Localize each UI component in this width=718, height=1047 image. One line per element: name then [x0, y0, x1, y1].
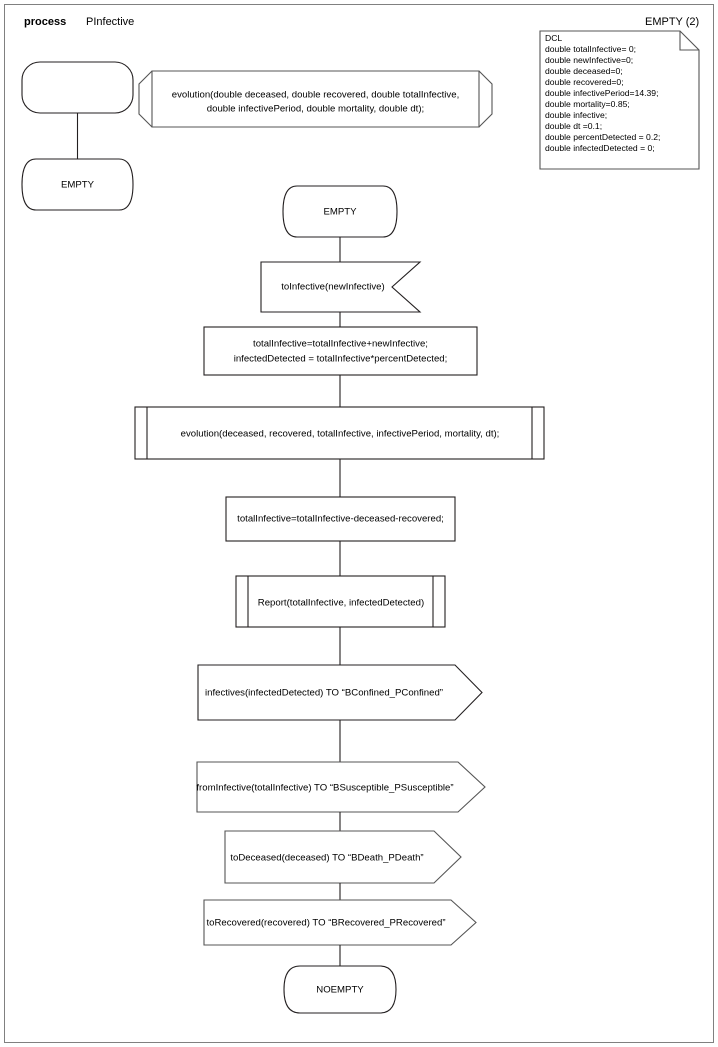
call-report: Report(totalInfective, infectedDetected)	[235, 575, 446, 628]
task-update-totals-line1: totalInfective=totalInfective+newInfecti…	[253, 339, 428, 350]
state-noempty-label: NOEMPTY	[316, 985, 364, 996]
dcl-line-4: double recovered=0;	[545, 77, 624, 87]
output-infectives-label: infectives(infectedDetected) TO “BConfin…	[205, 688, 443, 699]
dcl-line-0: DCL	[545, 33, 562, 43]
input-toinfective: toInfective(newInfective)	[260, 261, 422, 313]
dcl-line-10: double infectedDetected = 0;	[545, 143, 655, 153]
dcl-line-2: double newInfective=0;	[545, 55, 633, 65]
output-torecovered: toRecovered(recovered) TO “BRecovered_PR…	[203, 899, 477, 946]
task-update-totals: totalInfective=totalInfective+newInfecti…	[203, 326, 478, 376]
dcl-line-7: double infective;	[545, 110, 607, 120]
dcl-line-6: double mortality=0.85;	[545, 99, 630, 109]
state-empty-label: EMPTY	[323, 207, 357, 218]
declaration-note: DCL double totalInfective= 0; double new…	[539, 30, 700, 170]
dcl-line-3: double deceased=0;	[545, 66, 623, 76]
output-infectives: infectives(infectedDetected) TO “BConfin…	[197, 664, 483, 721]
state-empty-left-label: EMPTY	[61, 180, 95, 191]
state-noempty: NOEMPTY	[283, 965, 397, 1014]
dcl-line-9: double percentDetected = 0.2;	[545, 132, 660, 142]
task-update-totals-line2: infectedDetected = totalInfective*percen…	[234, 354, 448, 365]
start-symbol	[21, 61, 134, 114]
output-frominfective-label: fromInfective(totalInfective) TO “BSusce…	[196, 783, 453, 794]
header-keyword: process	[24, 16, 67, 28]
dcl-line-1: double totalInfective= 0;	[545, 44, 636, 54]
output-todeceased: toDeceased(deceased) TO “BDeath_PDeath”	[224, 830, 462, 884]
procedure-decl-line2: double infectivePeriod, double mortality…	[207, 104, 424, 115]
dcl-line-5: double infectivePeriod=14.39;	[545, 88, 658, 98]
input-toinfective-label: toInfective(newInfective)	[281, 282, 384, 293]
call-report-label: Report(totalInfective, infectedDetected)	[258, 598, 424, 609]
dcl-line-8: double dt =0.1;	[545, 121, 602, 131]
output-frominfective: fromInfective(totalInfective) TO “BSusce…	[196, 761, 486, 813]
call-evolution: evolution(deceased, recovered, totalInfe…	[134, 406, 545, 460]
state-empty: EMPTY	[282, 185, 398, 238]
task-subtract-label: totalInfective=totalInfective-deceased-r…	[237, 514, 444, 525]
state-empty-left: EMPTY	[21, 158, 134, 211]
output-torecovered-label: toRecovered(recovered) TO “BRecovered_PR…	[206, 918, 445, 929]
header-page-label: EMPTY (2)	[645, 16, 700, 28]
task-subtract: totalInfective=totalInfective-deceased-r…	[225, 496, 456, 542]
output-todeceased-label: toDeceased(deceased) TO “BDeath_PDeath”	[230, 853, 423, 864]
header-process-name: PInfective	[86, 16, 135, 28]
call-evolution-label: evolution(deceased, recovered, totalInfe…	[181, 429, 500, 440]
procedure-decl-line1: evolution(double deceased, double recove…	[172, 90, 459, 101]
procedure-declaration-evolution: evolution(double deceased, double recove…	[138, 70, 493, 128]
